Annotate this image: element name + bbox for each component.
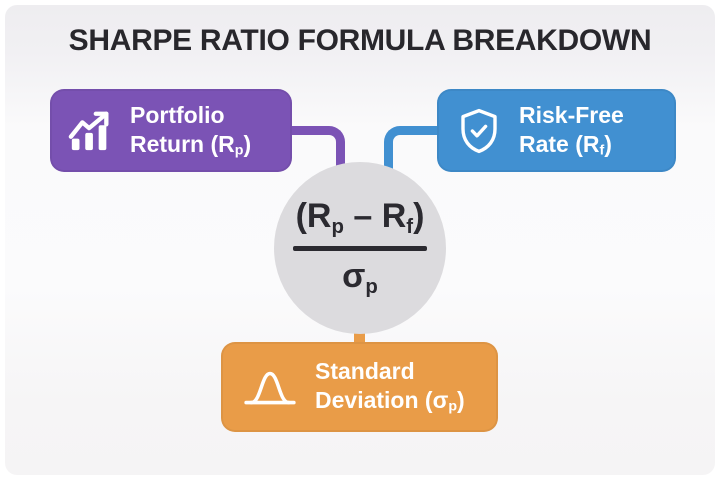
- formula-numerator: (Rp – Rf): [295, 196, 425, 238]
- fraction-bar: [293, 246, 427, 251]
- formula-circle: (Rp – Rf) σp: [274, 162, 446, 334]
- page-title: SHARPE RATIO FORMULA BREAKDOWN: [68, 24, 652, 57]
- connector-portfolio-to-formula: [288, 126, 345, 187]
- bell-curve-icon: [243, 366, 297, 408]
- formula-denominator: σp: [342, 257, 378, 299]
- connector-riskfree-to-formula: [384, 126, 446, 187]
- trending-up-bars-icon: [68, 108, 114, 154]
- shield-check-icon: [455, 107, 503, 155]
